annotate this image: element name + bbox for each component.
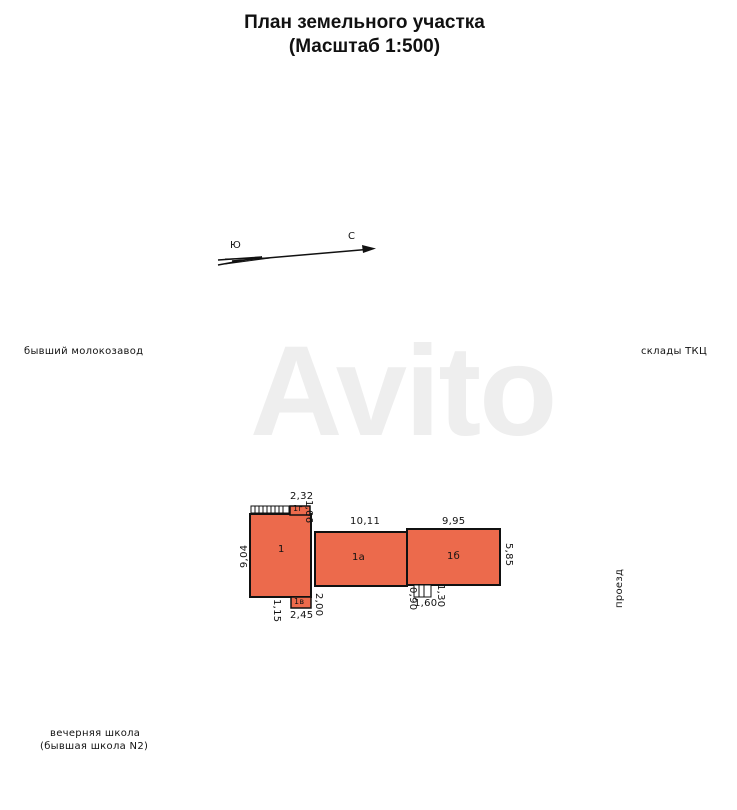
- compass-south-label: Ю: [230, 240, 242, 251]
- room-1g: [289, 505, 311, 516]
- porch-1b: [413, 584, 432, 598]
- compass-arrow-icon: [217, 245, 376, 266]
- room-1b-label: 1б: [447, 551, 461, 562]
- room-1-label: 1: [278, 544, 285, 555]
- dim-2-32: 2,32: [290, 491, 314, 502]
- dim-1-06: 1,06: [303, 500, 314, 524]
- steps-top: [250, 505, 290, 514]
- room-1g-label: 1г: [293, 504, 303, 513]
- dim-1-30: 1,30: [435, 584, 446, 608]
- dim-9-04: 9,04: [239, 544, 250, 568]
- dim-10-11: 10,11: [350, 516, 381, 527]
- dim-5-85: 5,85: [503, 543, 514, 567]
- room-1a-label: 1а: [352, 552, 366, 563]
- neighbor-bottom-line1: вечерняя школа: [50, 728, 141, 739]
- dim-1-15: 1,15: [271, 599, 282, 623]
- room-1v-label: 1в: [294, 597, 305, 606]
- neighbor-right-label: склады ТКЦ: [641, 346, 708, 357]
- room-1b: [406, 528, 501, 586]
- dim-1-60: 1,60: [414, 598, 438, 609]
- watermark: Avito: [250, 320, 557, 463]
- neighbor-bottom-line2: (бывшая школа N2): [40, 741, 149, 752]
- road-label: проезд: [614, 568, 625, 608]
- room-1: [249, 513, 312, 598]
- plan-scale: (Масштаб 1:500): [288, 36, 441, 57]
- dim-2-00: 2,00: [313, 593, 324, 617]
- room-1a: [314, 531, 408, 587]
- dim-9-95: 9,95: [442, 516, 466, 527]
- room-1v: [290, 596, 312, 609]
- dim-2-45: 2,45: [290, 610, 314, 621]
- plan-title: План земельного участка: [244, 12, 485, 33]
- compass-north-label: С: [348, 231, 356, 242]
- neighbor-left-label: бывший молокозавод: [24, 346, 144, 357]
